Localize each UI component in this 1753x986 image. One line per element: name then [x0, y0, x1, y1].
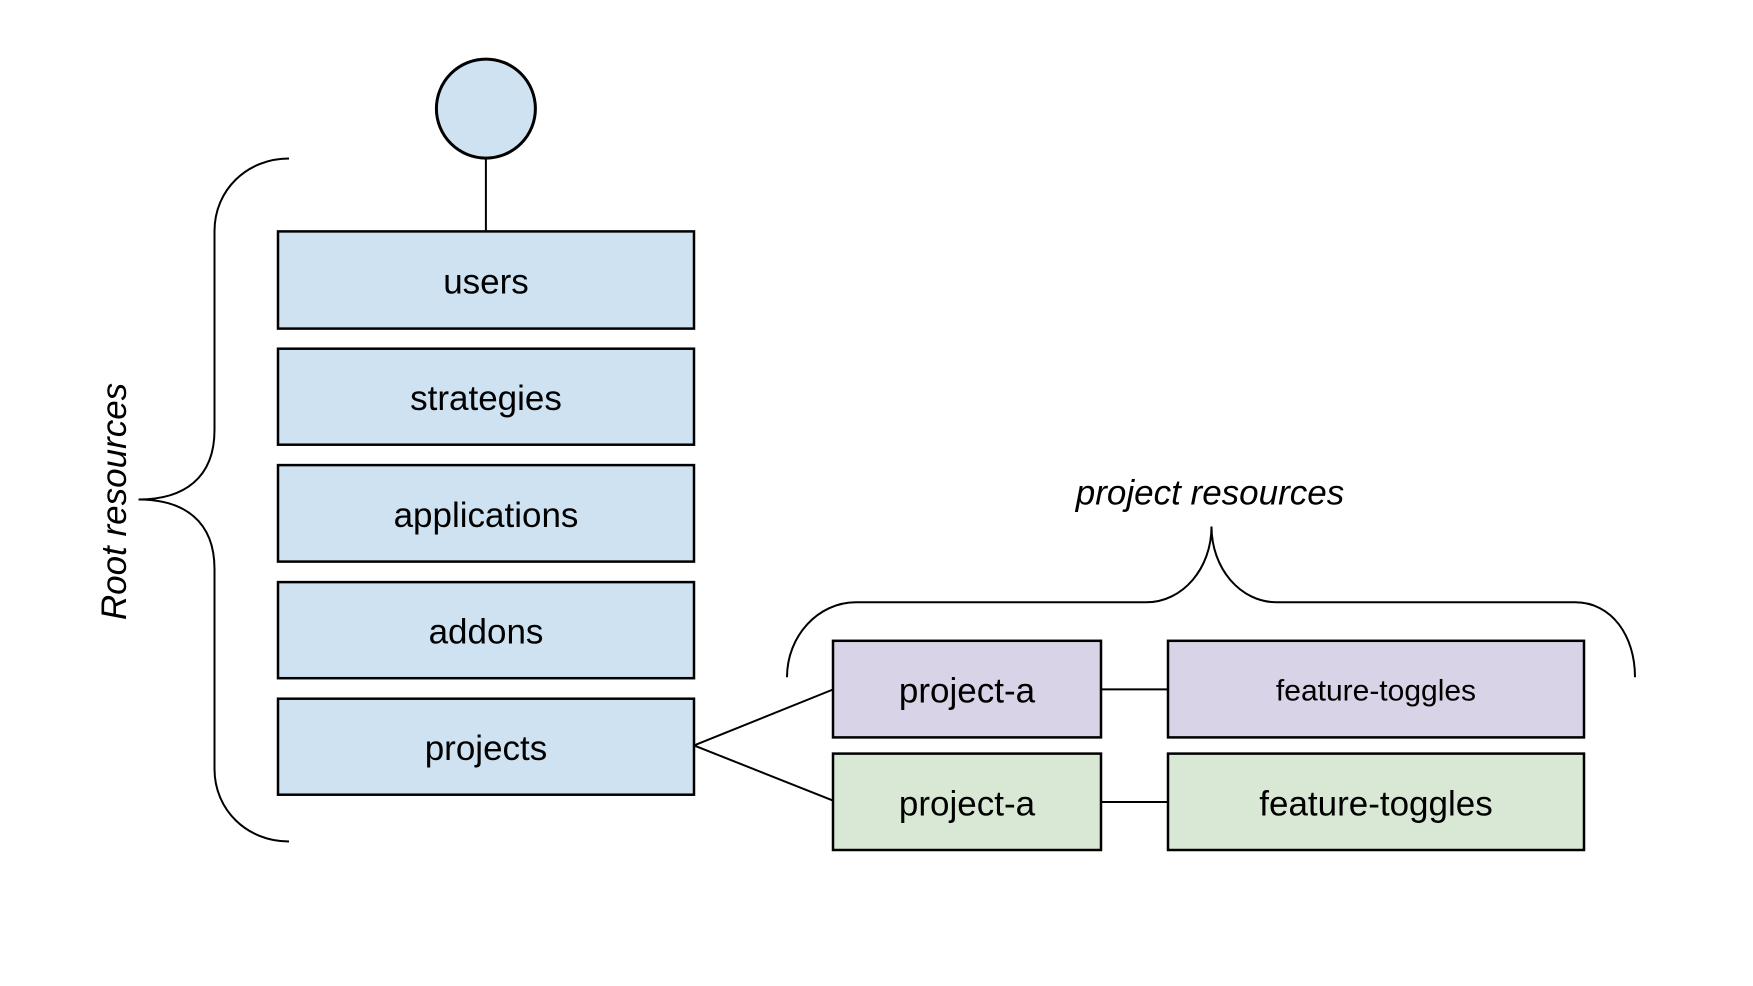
- svg-text:project resources: project resources: [1075, 474, 1344, 513]
- svg-text:strategies: strategies: [410, 379, 562, 418]
- svg-text:feature-toggles: feature-toggles: [1276, 675, 1476, 708]
- svg-text:project-a: project-a: [899, 784, 1036, 823]
- svg-text:projects: projects: [425, 729, 548, 768]
- svg-text:applications: applications: [394, 496, 579, 535]
- svg-text:addons: addons: [429, 613, 544, 652]
- svg-text:feature-toggles: feature-toggles: [1259, 784, 1492, 823]
- svg-text:Root resources: Root resources: [95, 383, 134, 620]
- svg-text:users: users: [443, 263, 529, 302]
- svg-text:project-a: project-a: [899, 672, 1036, 711]
